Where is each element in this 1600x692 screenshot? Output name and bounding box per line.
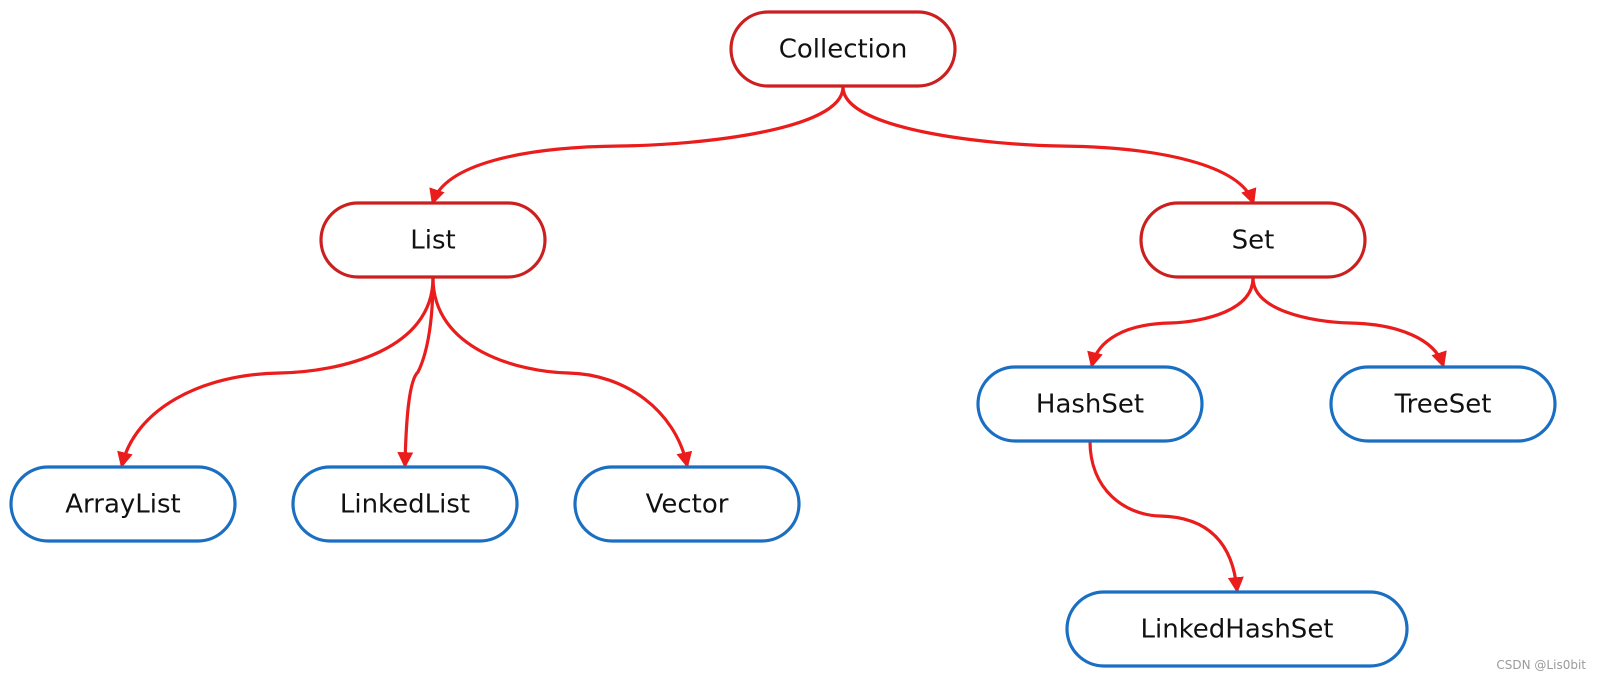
node-label-collection: Collection bbox=[779, 35, 908, 65]
node-label-treeset: TreeSet bbox=[1394, 390, 1492, 420]
edge-set-treeset bbox=[1251, 276, 1447, 369]
edge-collection-set bbox=[841, 85, 1257, 206]
node-label-linkedhashset: LinkedHashSet bbox=[1140, 615, 1333, 645]
edge-hashset-linkedhashset bbox=[1088, 439, 1244, 594]
watermark-text: CSDN @Lis0bit bbox=[1496, 658, 1586, 672]
edges-group bbox=[117, 85, 1447, 594]
node-label-linkedlist: LinkedList bbox=[340, 490, 470, 520]
edge-collection-list bbox=[429, 85, 845, 206]
node-vector: Vector bbox=[573, 465, 801, 543]
node-collection: Collection bbox=[729, 10, 957, 88]
node-linkedhashset: LinkedHashSet bbox=[1065, 590, 1409, 668]
node-treeset: TreeSet bbox=[1329, 365, 1557, 443]
node-arraylist: ArrayList bbox=[9, 465, 237, 543]
node-label-set: Set bbox=[1232, 226, 1275, 256]
node-label-list: List bbox=[410, 226, 455, 256]
node-label-vector: Vector bbox=[646, 490, 729, 520]
node-list: List bbox=[319, 201, 547, 279]
edge-list-vector bbox=[431, 276, 693, 469]
edge-list-linkedlist bbox=[397, 276, 435, 469]
edge-list-arraylist bbox=[117, 276, 435, 469]
node-label-arraylist: ArrayList bbox=[65, 490, 180, 520]
nodes-group: Collection List Set ArrayList LinkedList… bbox=[9, 10, 1557, 668]
edge-set-hashset bbox=[1087, 276, 1255, 369]
node-linkedlist: LinkedList bbox=[291, 465, 519, 543]
node-set: Set bbox=[1139, 201, 1367, 279]
node-label-hashset: HashSet bbox=[1036, 390, 1144, 420]
node-hashset: HashSet bbox=[976, 365, 1204, 443]
